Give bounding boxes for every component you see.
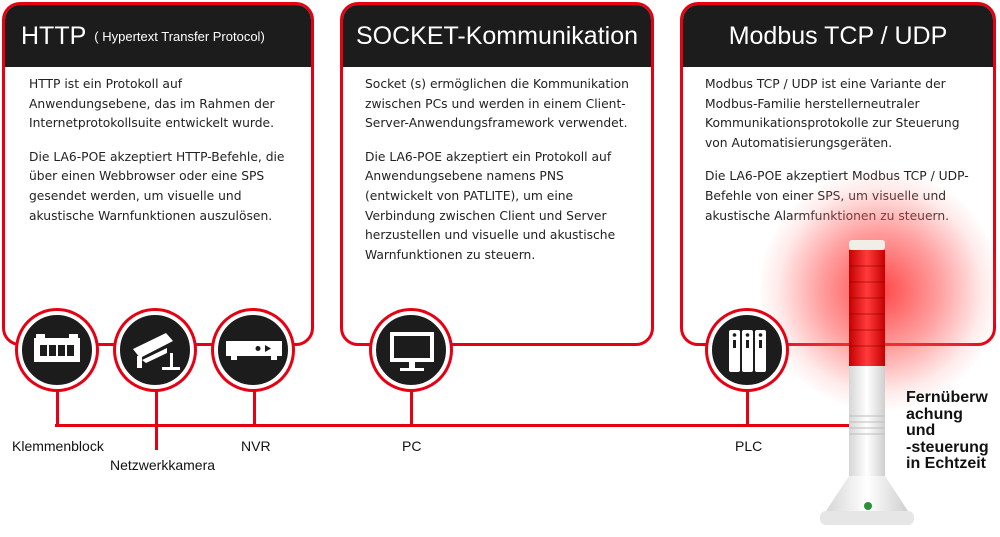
pc-monitor-icon: [372, 311, 450, 389]
socket-paragraph-2: Die LA6-POE akzeptiert ein Protokoll auf…: [365, 149, 616, 262]
remote-text-line-1: Fernüberw: [906, 389, 988, 406]
terminal-block-connector: [56, 390, 59, 426]
nvr-label: NVR: [241, 438, 271, 454]
http-panel-header: HTTP ( Hypertext Transfer Protocol): [5, 5, 311, 67]
modbus-panel-header: Modbus TCP / UDP: [683, 5, 993, 67]
remote-text-line-5: in Echtzeit: [906, 455, 987, 472]
http-title: HTTP: [21, 21, 87, 50]
nvr-connector: [253, 390, 256, 426]
remote-text-line-4: -steuerung: [906, 438, 989, 456]
http-panel: HTTP ( Hypertext Transfer Protocol) HTTP…: [2, 2, 314, 346]
network-camera-label: Netzwerkkamera: [110, 457, 216, 473]
socket-title: SOCKET-Kommunikation: [355, 21, 639, 50]
socket-panel-header: SOCKET-Kommunikation: [343, 5, 651, 67]
remote-text-line-2: achung: [906, 405, 963, 423]
pc-connector: [410, 390, 413, 426]
pc-label: PC: [402, 438, 422, 454]
socket-description: Socket (s) ermöglichen die Kommunikation…: [343, 67, 651, 265]
nvr-icon: [214, 311, 292, 389]
http-subtitle: ( Hypertext Transfer Protocol): [94, 28, 265, 44]
plc-connector: [746, 390, 749, 426]
plc-label: PLC: [735, 438, 763, 454]
network-bus-line: [55, 424, 855, 427]
modbus-paragraph-1: Modbus TCP / UDP ist eine Variante der M…: [705, 77, 960, 150]
socket-paragraph-1: Socket (s) ermöglichen die Kommunikation…: [365, 77, 629, 131]
terminal-block-icon: [18, 311, 96, 389]
http-paragraph-1: HTTP ist ein Protokoll auf Anwendungsebe…: [29, 77, 275, 131]
modbus-panel: Modbus TCP / UDP Modbus TCP / UDP ist ei…: [680, 2, 996, 346]
modbus-title: Modbus TCP / UDP: [728, 21, 948, 50]
plc-icon: [708, 311, 786, 389]
http-description: HTTP ist ein Protokoll auf Anwendungsebe…: [5, 67, 311, 226]
network-camera-icon: [116, 311, 194, 389]
remote-text-line-3: und: [906, 422, 936, 439]
remote-monitoring-text: Fernüberw achung und -steuerung in Echtz…: [906, 389, 989, 473]
network-camera-connector: [155, 390, 158, 450]
terminal-block-label: Klemmenblock: [12, 438, 104, 454]
socket-panel: SOCKET-Kommunikation Socket (s) ermöglic…: [340, 2, 654, 346]
signal-tower-icon: [820, 240, 914, 525]
http-paragraph-2: Die LA6-POE akzeptiert HTTP-Befehle, die…: [29, 149, 285, 223]
